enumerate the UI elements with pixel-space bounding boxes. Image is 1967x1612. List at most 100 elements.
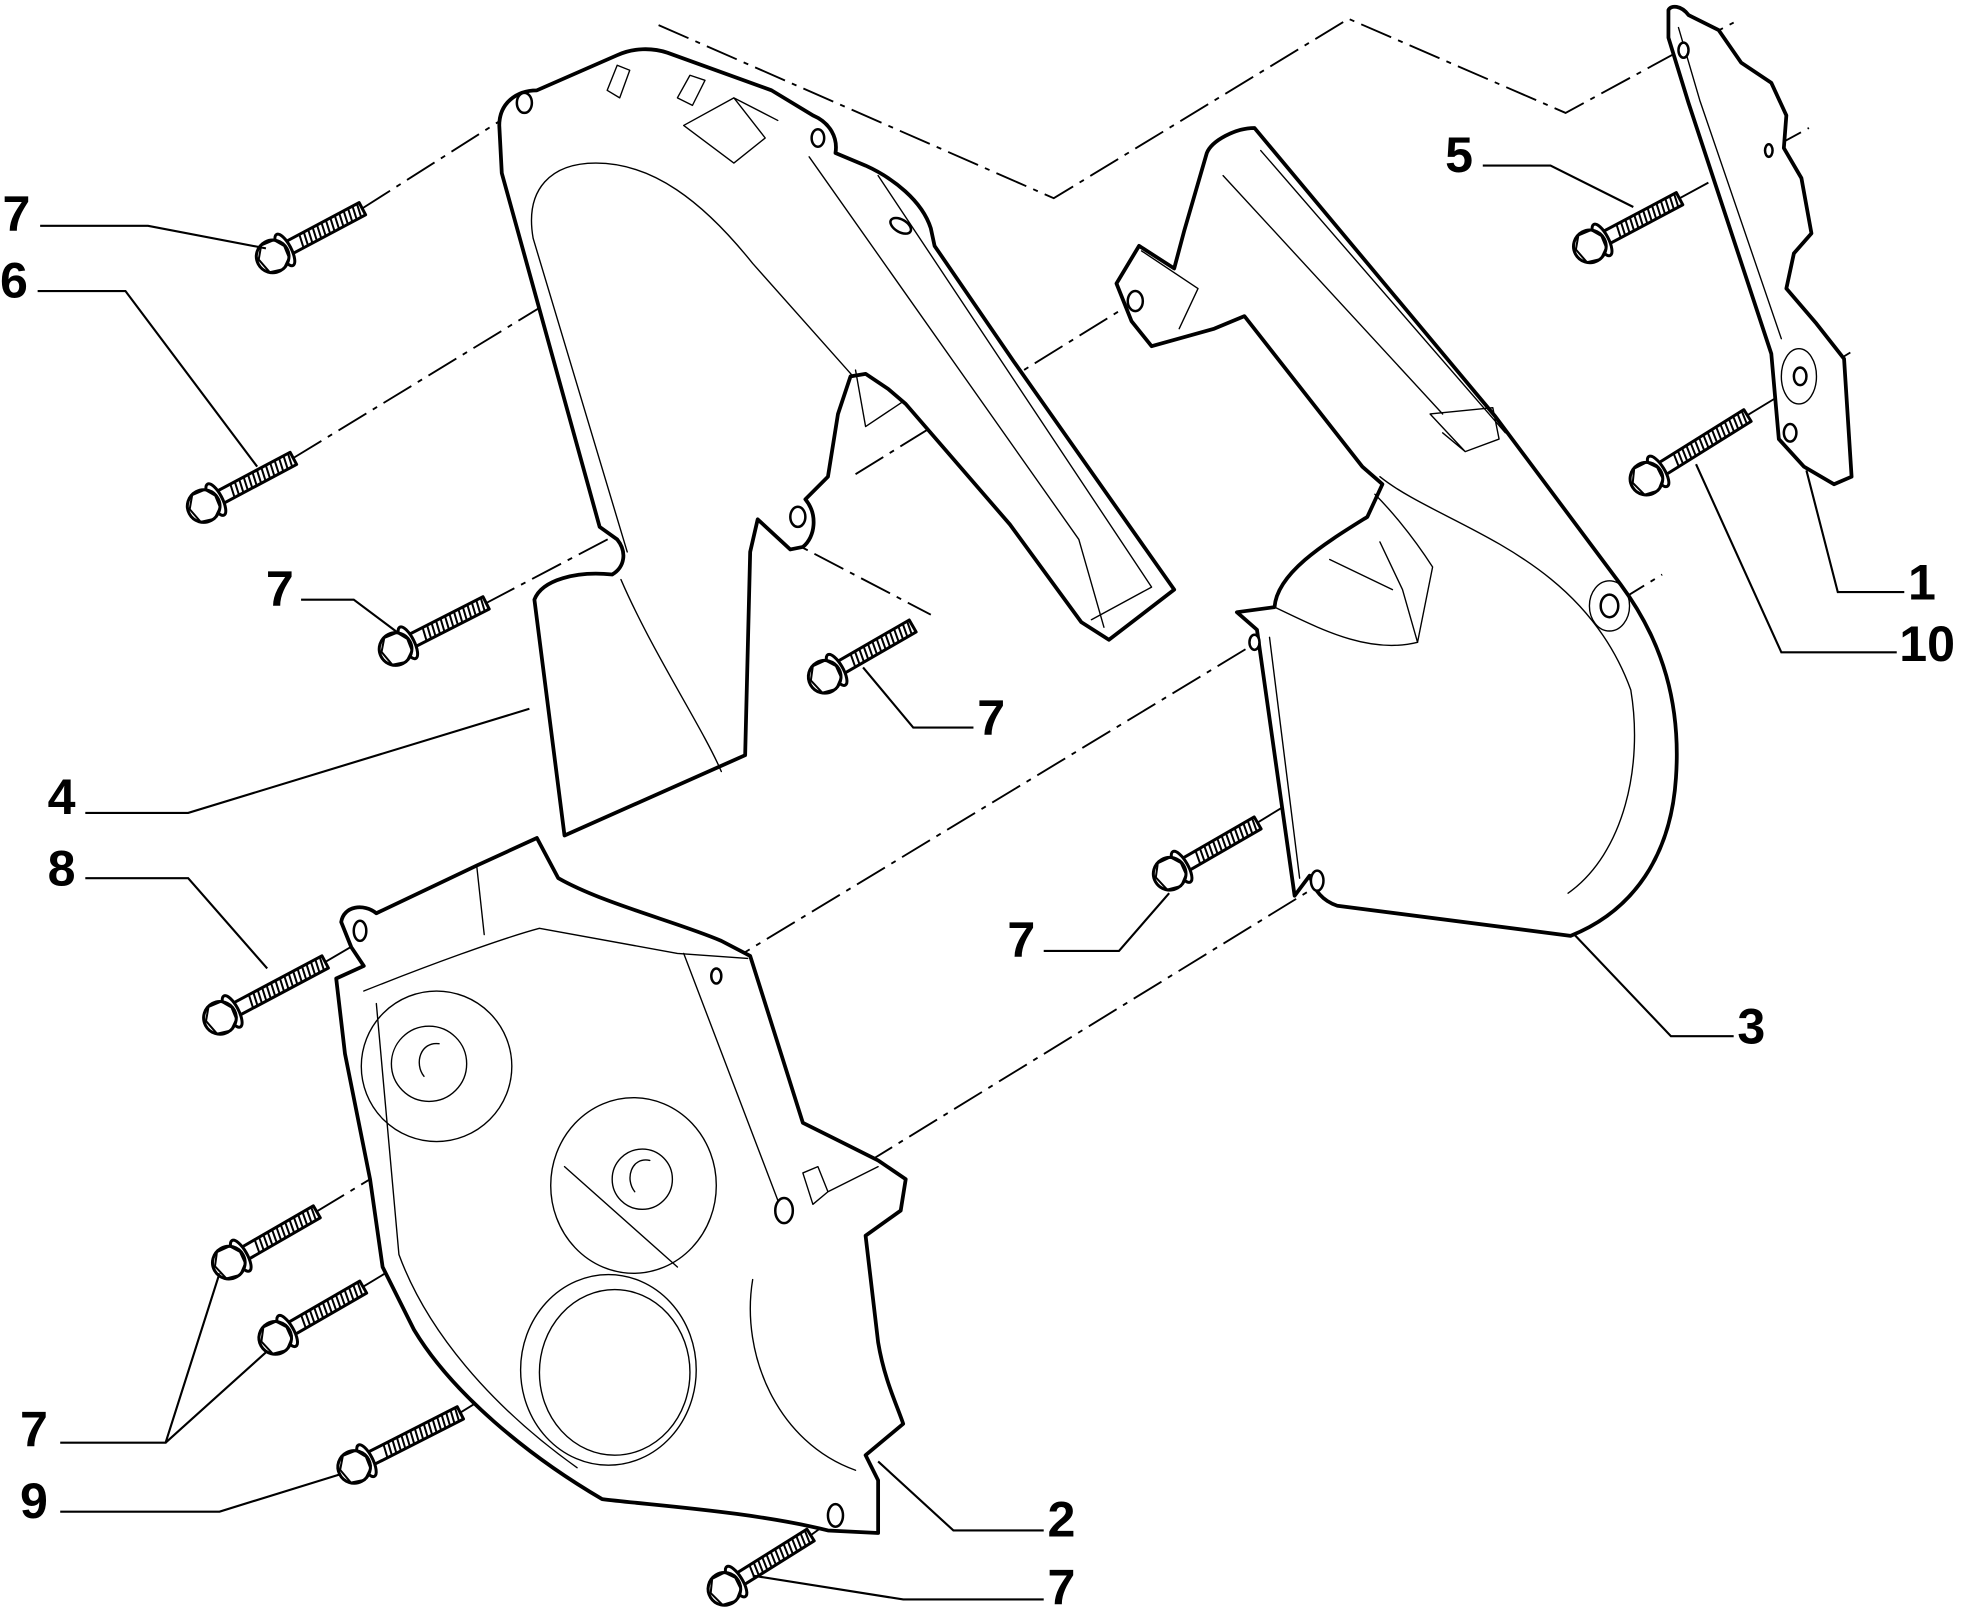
pulley-opening-upper-inner bbox=[390, 1025, 468, 1103]
cover-part-2 bbox=[334, 836, 908, 1535]
cover-part-3-outline bbox=[1114, 126, 1679, 938]
pulley-opening-middle-inner bbox=[611, 1148, 674, 1211]
leader-line bbox=[877, 1460, 1044, 1532]
bolt-hole bbox=[1248, 633, 1261, 652]
cover-part-3-tab-edge bbox=[1140, 250, 1199, 330]
leader-line bbox=[1043, 892, 1170, 952]
cover-part-2-lower-edge bbox=[749, 1278, 857, 1471]
callout-label: 5 bbox=[1445, 127, 1473, 183]
bolt bbox=[1145, 806, 1268, 899]
cover-part-3-boss-rib bbox=[1329, 541, 1419, 643]
callout-label: 4 bbox=[48, 769, 76, 825]
leader-line bbox=[37, 289, 259, 468]
bolt-hole bbox=[1782, 422, 1798, 443]
pulley-opening-middle-rim bbox=[563, 1165, 679, 1268]
bolt bbox=[248, 191, 373, 282]
leader-line bbox=[1573, 933, 1734, 1038]
bolt bbox=[699, 1518, 822, 1612]
pulley-opening-lower-rim bbox=[538, 1288, 691, 1456]
leader-line bbox=[301, 598, 400, 635]
bolt bbox=[204, 1195, 328, 1288]
cover-part-2-top-face bbox=[363, 927, 749, 992]
cover-part-4-slot bbox=[606, 64, 631, 99]
cover-part-3-edge bbox=[1260, 149, 1507, 434]
leader-line bbox=[85, 877, 269, 970]
cover-part-4-plate-curve bbox=[620, 578, 723, 773]
pulley-opening-middle bbox=[550, 1096, 717, 1274]
cover-part-4-arm-edge bbox=[808, 156, 1105, 628]
bolt-hole bbox=[1763, 143, 1774, 159]
callout-label: 3 bbox=[1737, 999, 1765, 1055]
bolt-hole bbox=[710, 967, 723, 985]
pulley-opening-lower bbox=[519, 1273, 697, 1466]
centerline-top-zigzag bbox=[658, 17, 1735, 200]
callout-labels: 7 6 7 7 4 8 7 9 2 7 5 1 10 7 3 bbox=[0, 127, 1955, 1612]
leader-lines bbox=[37, 164, 1905, 1601]
bolt bbox=[1621, 399, 1759, 504]
cover-part-4-slot bbox=[676, 74, 706, 107]
leader-line bbox=[1482, 164, 1634, 208]
cover-part-3-sleeve bbox=[1429, 407, 1500, 453]
callout-label: 2 bbox=[1047, 1492, 1075, 1548]
centerline bbox=[324, 940, 362, 963]
bolt-hole bbox=[826, 1502, 845, 1528]
bolt-hole bbox=[789, 505, 807, 529]
leader-line bbox=[862, 666, 974, 729]
gasket-part-1-pad bbox=[1780, 348, 1818, 405]
callout-label: 7 bbox=[20, 1401, 48, 1457]
callout-label: 1 bbox=[1908, 555, 1936, 611]
bolt-hole bbox=[810, 127, 826, 149]
cover-part-4-notch bbox=[854, 369, 904, 428]
leader-line bbox=[85, 707, 530, 814]
bolt bbox=[1565, 181, 1690, 272]
bolt bbox=[195, 944, 335, 1043]
pulley-opening-upper bbox=[360, 990, 513, 1143]
leader-line bbox=[60, 1472, 342, 1513]
leader-line bbox=[60, 1272, 267, 1444]
cover-part-4 bbox=[497, 47, 1177, 838]
leader-line bbox=[1695, 463, 1897, 654]
bolt-hole bbox=[1792, 366, 1808, 387]
bolt-hole bbox=[1599, 593, 1620, 619]
bolt bbox=[371, 585, 496, 674]
cover-part-4-box bbox=[682, 97, 779, 164]
centerline bbox=[362, 104, 525, 210]
cover-part-4-outline bbox=[497, 47, 1177, 838]
cover-part-3-plate-edge bbox=[1268, 636, 1301, 879]
callout-label: 7 bbox=[977, 690, 1005, 746]
callout-label: 6 bbox=[0, 252, 28, 308]
cover-part-4-arm-rib bbox=[877, 174, 1153, 621]
bolt-hole bbox=[352, 919, 368, 943]
bolt bbox=[250, 1270, 374, 1363]
bolt bbox=[800, 609, 923, 702]
bolt bbox=[330, 1395, 470, 1492]
cover-part-3-hole-boss bbox=[1588, 580, 1631, 632]
pulley-opening-upper-hub bbox=[418, 1043, 440, 1078]
cover-part-2-outline bbox=[334, 836, 908, 1535]
leader-line bbox=[752, 1574, 1044, 1601]
callout-label: 7 bbox=[266, 561, 294, 617]
callout-label: 7 bbox=[3, 186, 31, 242]
callout-label: 7 bbox=[1047, 1559, 1075, 1612]
bolt-hole bbox=[1677, 41, 1690, 59]
leader-line bbox=[40, 224, 267, 250]
bolt bbox=[179, 441, 304, 531]
callout-label: 10 bbox=[1899, 616, 1955, 672]
cover-part-2-side-edge bbox=[375, 1002, 578, 1469]
cover-part-2-edge bbox=[476, 864, 781, 1208]
bolt-hole bbox=[1309, 869, 1325, 892]
gasket-part-1-outline bbox=[1666, 4, 1854, 487]
pulley-opening-middle-hub bbox=[629, 1159, 651, 1193]
bolt-hole bbox=[1126, 289, 1145, 313]
cover-part-2-ledge bbox=[802, 1165, 879, 1205]
centerline bbox=[485, 536, 613, 605]
leader-line bbox=[1805, 470, 1905, 594]
cover-part-3 bbox=[1114, 126, 1679, 938]
bolt-hole bbox=[774, 1196, 795, 1225]
cover-part-3-edge bbox=[1222, 174, 1444, 415]
cover-part-3-inner-arc bbox=[1379, 476, 1636, 894]
gasket-part-1 bbox=[1666, 4, 1854, 487]
callout-label: 7 bbox=[1007, 912, 1035, 968]
callout-label: 9 bbox=[20, 1473, 48, 1529]
